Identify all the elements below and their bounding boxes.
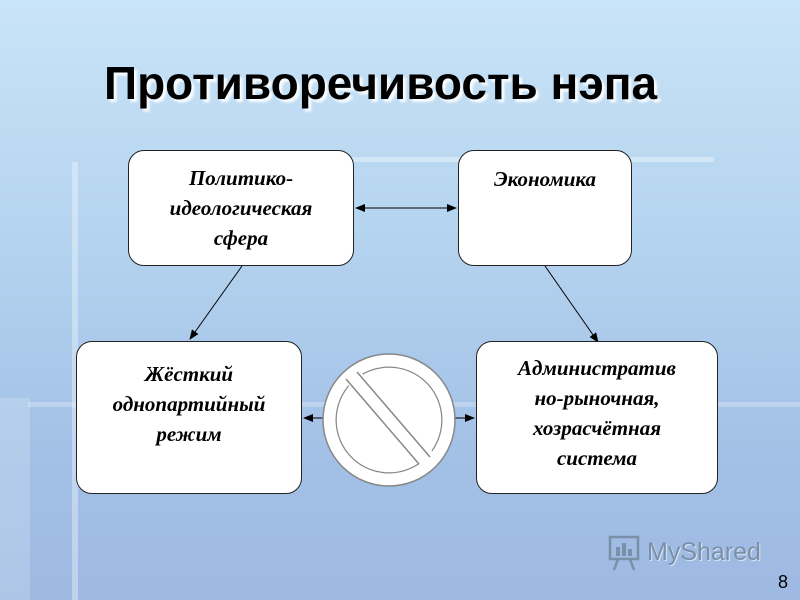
text-line: режим	[156, 422, 222, 446]
node-admin-market-system-label: Административ но-рыночная, хозрасчётная сис…	[518, 353, 676, 473]
node-one-party-regime-label: Жёсткий однопартийный режим	[113, 359, 266, 449]
node-political-sphere: Политико-идеологическая сфера	[128, 150, 354, 266]
text-line: сфера	[213, 226, 269, 250]
text-line: хозрасчётная	[532, 416, 662, 440]
text-line: однопартийный	[112, 392, 266, 416]
arrow-political-regime	[189, 265, 243, 340]
text-line: система	[556, 446, 638, 470]
prohibition-sign-icon	[322, 353, 456, 487]
decor-band-vertical	[72, 162, 78, 600]
text-line: Административ	[518, 356, 676, 380]
text-line: идеологическая	[169, 196, 313, 220]
text-line: Политико-	[188, 166, 294, 190]
watermark-text: MyShared	[647, 538, 761, 566]
text-line: но-рыночная,	[534, 386, 660, 410]
presentation-board-icon	[608, 535, 640, 571]
node-political-sphere-label: Политико-идеологическая сфера	[170, 163, 313, 253]
page-number: 8	[778, 572, 789, 592]
node-one-party-regime: Жёсткий однопартийный режим	[76, 341, 302, 494]
node-economy: Экономика	[458, 150, 632, 266]
node-admin-market-system: Административ но-рыночная, хозрасчётная сис…	[476, 341, 718, 494]
arrow-economy-system	[544, 265, 599, 343]
watermark: MyShared	[607, 534, 767, 574]
slide-title: Противоречивость нэпа	[104, 57, 658, 109]
node-economy-label: Экономика	[493, 167, 597, 191]
decor-band-left	[0, 398, 30, 600]
text-line: Жёсткий	[144, 362, 234, 386]
